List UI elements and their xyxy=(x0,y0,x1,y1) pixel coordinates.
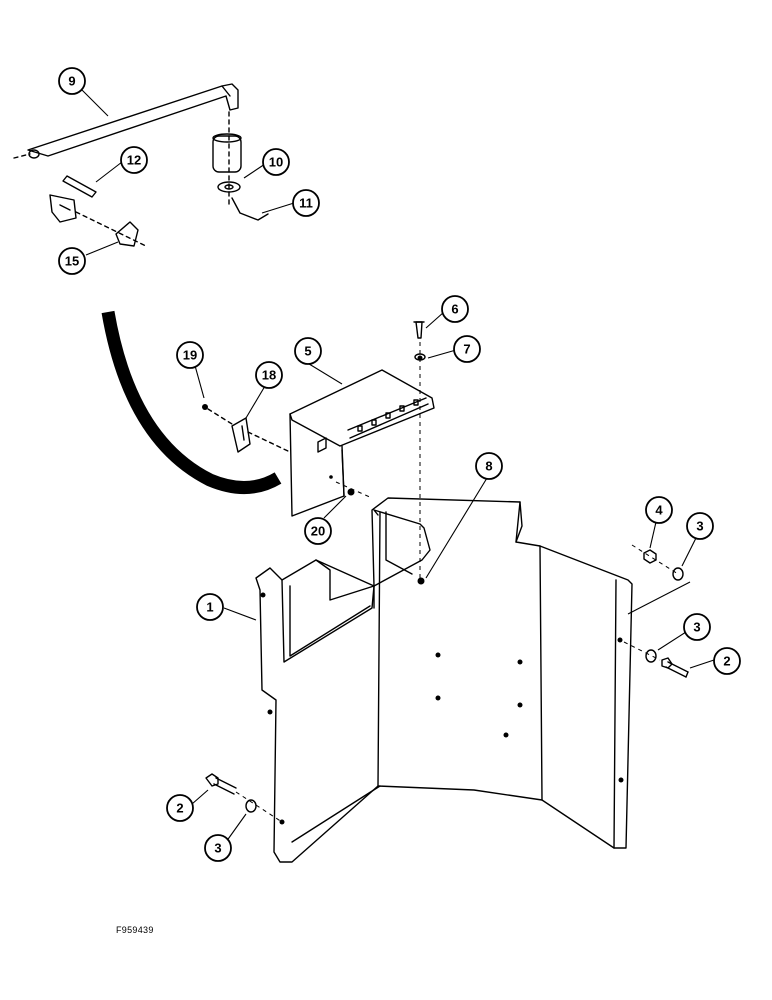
svg-text:2: 2 xyxy=(176,801,183,816)
callout-3-left: 3 xyxy=(204,834,232,862)
screw-part-19 xyxy=(202,404,233,425)
svg-text:5: 5 xyxy=(304,344,311,359)
callout-19: 19 xyxy=(176,341,204,369)
panel-part-1 xyxy=(255,497,633,863)
figure-code: F959439 xyxy=(116,925,154,935)
bolt-part-2-left xyxy=(205,773,237,795)
washer-part-3-left xyxy=(245,799,257,813)
callout-9: 9 xyxy=(58,67,86,95)
svg-text:3: 3 xyxy=(696,519,703,534)
callout-3-right: 3 xyxy=(683,613,711,641)
callout-10: 10 xyxy=(262,148,290,176)
svg-text:3: 3 xyxy=(214,841,221,856)
pin-part-12 xyxy=(62,175,97,198)
svg-text:11: 11 xyxy=(299,196,313,211)
svg-text:3: 3 xyxy=(693,620,700,635)
nut-part-4 xyxy=(643,549,657,564)
rod-part-9 xyxy=(13,83,239,159)
rubber-bumper-part-10 xyxy=(212,133,242,193)
svg-text:6: 6 xyxy=(451,302,458,317)
callout-8: 8 xyxy=(475,452,503,480)
svg-text:10: 10 xyxy=(269,155,283,170)
callout-5: 5 xyxy=(294,337,322,365)
callout-2-right: 2 xyxy=(713,647,741,675)
washer-part-3-top xyxy=(672,567,684,581)
cover-part-5 xyxy=(289,369,435,517)
svg-text:4: 4 xyxy=(655,503,663,518)
callout-3-top: 3 xyxy=(686,512,714,540)
callout-12: 12 xyxy=(120,146,148,174)
svg-text:12: 12 xyxy=(127,153,141,168)
bolt-part-6 xyxy=(413,321,425,339)
bolt-part-2-right xyxy=(661,657,689,678)
svg-text:2: 2 xyxy=(723,654,730,669)
panel-holes xyxy=(260,592,624,825)
callout-18: 18 xyxy=(255,361,283,389)
svg-text:19: 19 xyxy=(183,348,197,363)
washer-part-3-right xyxy=(645,649,657,663)
leader-lines xyxy=(81,89,715,843)
callout-1: 1 xyxy=(196,593,224,621)
svg-text:18: 18 xyxy=(262,368,276,383)
callout-6: 6 xyxy=(441,295,469,323)
latch-part-18 xyxy=(231,417,291,453)
callout-2-left: 2 xyxy=(166,794,194,822)
svg-text:15: 15 xyxy=(65,254,79,269)
nut-part-20 xyxy=(335,481,373,499)
svg-text:20: 20 xyxy=(311,524,325,539)
svg-text:7: 7 xyxy=(463,342,470,357)
hose xyxy=(101,310,282,495)
callout-11: 11 xyxy=(292,189,320,217)
svg-text:1: 1 xyxy=(206,600,213,615)
bracket-small xyxy=(49,194,77,223)
clamp-part-15 xyxy=(75,211,147,247)
clip-part-11 xyxy=(228,111,269,221)
callout-7: 7 xyxy=(453,335,481,363)
svg-text:9: 9 xyxy=(68,74,75,89)
callout-4: 4 xyxy=(645,496,673,524)
callout-15: 15 xyxy=(58,247,86,275)
svg-text:8: 8 xyxy=(485,459,492,474)
callout-20: 20 xyxy=(304,517,332,545)
